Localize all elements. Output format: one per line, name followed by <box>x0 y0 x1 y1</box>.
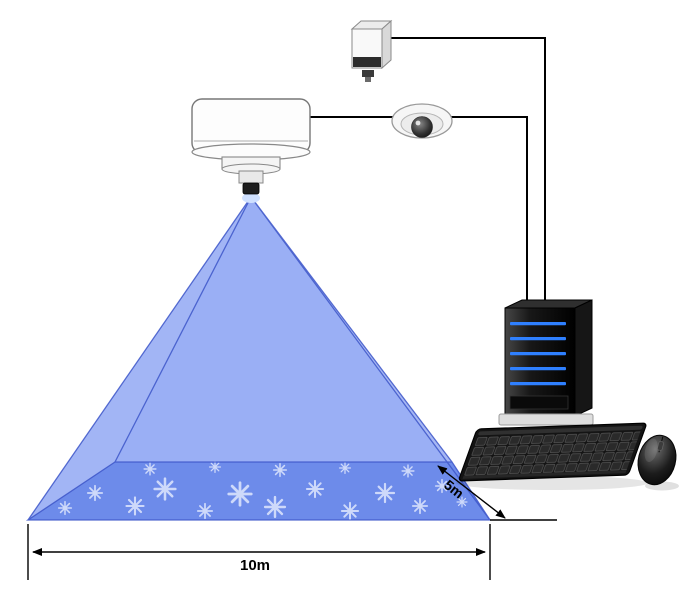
tower-side <box>574 299 593 417</box>
keyboard-bezel <box>478 425 643 436</box>
cone-front-face <box>28 197 490 520</box>
tower-drive-bay <box>509 395 569 410</box>
box-camera-lens <box>353 57 381 67</box>
keyboard <box>458 422 647 482</box>
cable-box-camera <box>391 37 546 305</box>
mouse-sheen <box>644 438 658 463</box>
mouse-body <box>637 434 677 486</box>
depth-dimension-arrow <box>437 465 506 519</box>
keyboard-keys <box>463 431 641 477</box>
depth-dimension <box>437 465 557 521</box>
mouse <box>637 434 677 486</box>
width-dimension-label: 10m <box>240 557 270 574</box>
lens-glow <box>242 193 260 203</box>
box-camera-mount <box>362 70 374 77</box>
computer-tower <box>498 299 594 426</box>
dome-camera-lens <box>411 116 433 138</box>
box-camera-stub <box>365 77 371 82</box>
tower-base <box>498 413 594 426</box>
cone-edges <box>25 196 492 521</box>
dome-lens-glint <box>415 120 421 126</box>
lens-mount <box>238 170 264 184</box>
dome-camera <box>391 103 453 139</box>
projector-lens-icon <box>242 182 260 195</box>
cables <box>310 37 546 305</box>
ceiling-projection-camera <box>191 98 311 203</box>
tower-led-stripes <box>510 322 566 405</box>
box-camera-side <box>381 19 392 70</box>
cable-dome-camera <box>310 116 528 305</box>
width-dimension <box>27 524 491 580</box>
mouse-scroll-wheel <box>657 441 664 451</box>
box-camera <box>350 19 393 82</box>
